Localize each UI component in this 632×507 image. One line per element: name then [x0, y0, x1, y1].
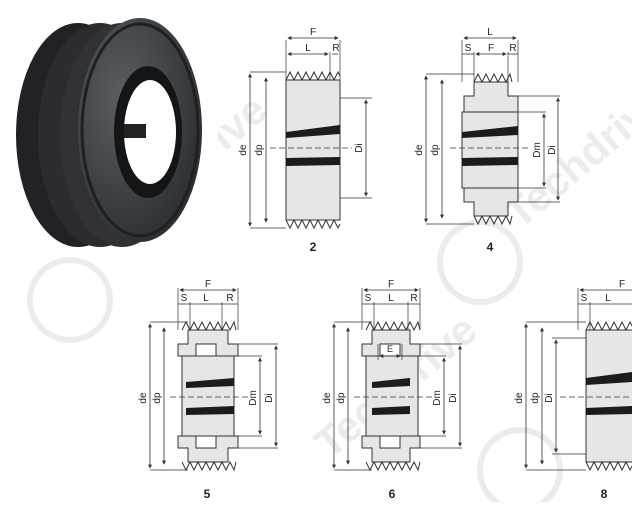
watermark-logo: [27, 257, 113, 343]
taper-lock-pulley-photo: [0, 0, 218, 256]
dim-label-Dm: Dm: [432, 390, 443, 406]
dim-label-L: L: [203, 293, 209, 304]
dim-label-de: de: [238, 144, 249, 156]
dim-label-L: L: [388, 293, 394, 304]
dim-label-L: L: [605, 293, 611, 304]
figure-caption: 4: [487, 240, 494, 254]
dim-label-S: S: [465, 43, 472, 54]
dim-label-E: E: [387, 344, 393, 354]
dim-label-dp: dp: [254, 144, 265, 156]
figure-4: L S F R de dp Dm Di 4: [414, 27, 560, 254]
dim-label-R: R: [226, 293, 233, 304]
figure-2: F L R de dp Di 2: [238, 27, 372, 254]
dim-label-S: S: [181, 293, 188, 304]
dim-label-dp: dp: [336, 392, 347, 404]
figure-caption: 6: [389, 487, 396, 501]
dim-label-Di: Di: [448, 393, 459, 402]
figure-6: F S L R E de dp Dm Di 6: [322, 279, 462, 501]
dim-label-Di: Di: [547, 145, 558, 154]
dim-label-Dm: Dm: [248, 390, 259, 406]
dim-label-R: R: [509, 43, 516, 54]
dim-label-Di: Di: [544, 393, 555, 402]
dim-label-dp: dp: [530, 392, 541, 404]
dim-label-R: R: [332, 43, 339, 54]
figure-8: F S L de dp Di 8: [514, 279, 632, 501]
dim-label-F: F: [388, 279, 394, 290]
figure-caption: 8: [601, 487, 608, 501]
dim-label-dp: dp: [430, 144, 441, 156]
dim-label-de: de: [414, 144, 425, 156]
dim-label-de: de: [138, 392, 149, 404]
dim-label-Dm: Dm: [532, 142, 543, 158]
dim-label-F: F: [310, 27, 316, 38]
figure-caption: 5: [204, 487, 211, 501]
dim-label-F: F: [619, 279, 625, 290]
dim-label-F: F: [205, 279, 211, 290]
dim-label-dp: dp: [152, 392, 163, 404]
dim-label-L: L: [487, 27, 493, 38]
dim-label-Di: Di: [354, 143, 365, 152]
figure-caption: 2: [310, 240, 317, 254]
dim-label-Di: Di: [264, 393, 275, 402]
dim-label-R: R: [410, 293, 417, 304]
figure-5: F S L R de dp Dm Di 5: [138, 279, 278, 501]
dim-label-F: F: [488, 43, 494, 54]
watermark-logo: [437, 219, 523, 305]
dim-label-S: S: [581, 293, 588, 304]
dim-label-S: S: [365, 293, 372, 304]
watermark-logo: [477, 427, 563, 507]
dim-label-de: de: [514, 392, 525, 404]
dim-label-L: L: [305, 43, 311, 54]
watermark-layer: [27, 219, 563, 507]
dim-label-de: de: [322, 392, 333, 404]
